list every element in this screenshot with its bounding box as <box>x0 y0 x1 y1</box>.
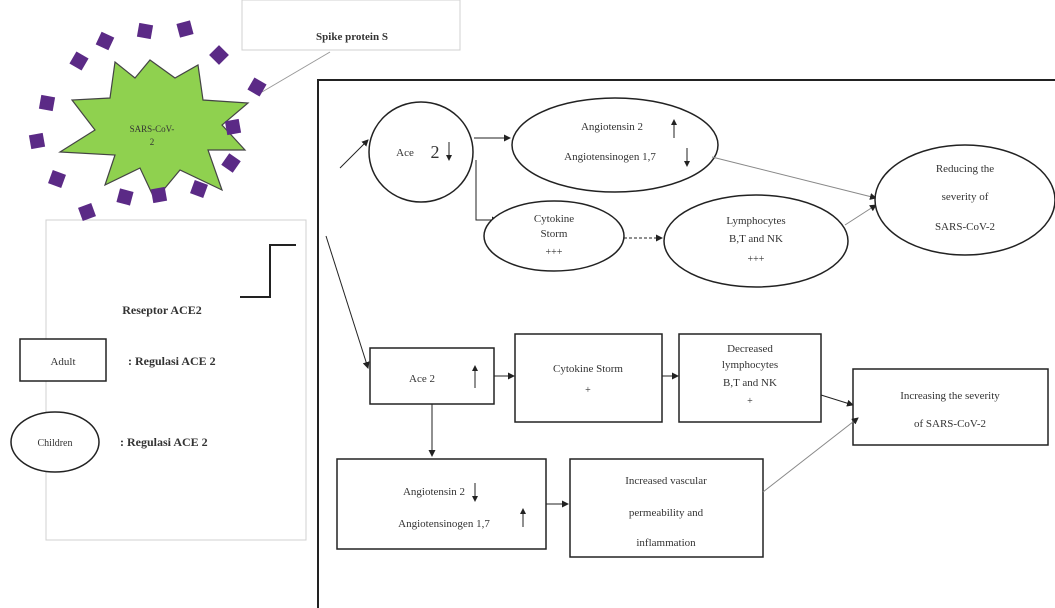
spike-protein-10 <box>150 186 168 204</box>
adult-lymphocytes-node: Decreased lymphocytes B,T and NK + <box>678 333 822 423</box>
adult-vascular-node: Increased vascular permeability and infl… <box>569 458 764 558</box>
arrow-receptor-to-ace2-adult <box>325 235 370 369</box>
spike-protein-6 <box>28 132 46 150</box>
up-arrow-icon <box>671 119 677 138</box>
legend-adult-label: Adult <box>50 356 75 368</box>
legend-children-text: : Regulasi ACE 2 <box>120 435 208 449</box>
adult-vascular-line1: Increased vascular <box>625 475 707 487</box>
adult-outcome-node: Increasing the severity of SARS-CoV-2 <box>852 368 1049 446</box>
adult-outcome-line2: of SARS-CoV-2 <box>914 418 986 430</box>
spike-protein-1 <box>136 22 154 40</box>
adult-ace2-node: Ace 2 <box>369 347 495 405</box>
children-cytokine-node: Cytokine Storm +++ <box>483 200 625 272</box>
children-ace2-number: 2 <box>431 142 440 162</box>
children-lymphocytes-node: Lymphocytes B,T and NK +++ <box>663 194 849 288</box>
spike-protein-8 <box>78 203 96 221</box>
arrow-vascular-to-outcome-adult <box>762 417 859 493</box>
adult-cytokine-line1: Cytokine Storm <box>553 363 623 375</box>
adult-lymphocytes-line2: lymphocytes <box>722 359 778 371</box>
adult-lymphocytes-line1: Decreased <box>727 343 773 355</box>
children-angiotensin-line1: Angiotensin 2 <box>581 121 643 133</box>
children-outcome-line3: SARS-CoV-2 <box>935 221 995 233</box>
arrow-angiotensin-to-outcome-children <box>711 156 877 200</box>
adult-lymphocytes-line3: B,T and NK <box>723 377 777 389</box>
spike-protein-9 <box>116 188 134 206</box>
arrow-ace2-to-cytokine-children <box>475 160 499 224</box>
children-angiotensin-line2: Angiotensinogen 1,7 <box>564 151 656 163</box>
legend-children-oval <box>10 411 100 473</box>
virus-label-line1: SARS-CoV- <box>130 124 175 134</box>
spike-protein-12 <box>221 153 241 173</box>
children-cytokine-line1: Cytokine <box>534 213 574 225</box>
children-lymphocytes-line1: Lymphocytes <box>726 215 785 227</box>
spike-protein-5 <box>38 94 56 112</box>
receptor-label: Reseptor ACE2 <box>122 303 201 317</box>
down-arrow-icon <box>446 142 452 161</box>
legend-children-label: Children <box>38 438 73 449</box>
spike-pointer-line <box>261 51 331 93</box>
down-arrow-icon <box>684 148 690 167</box>
adult-angiotensin-line2: Angiotensinogen 1,7 <box>398 518 490 530</box>
adult-cytokine-line2: + <box>585 385 591 396</box>
ace2-receptor-2 <box>290 152 314 200</box>
legend-adult-box <box>19 338 107 382</box>
children-cytokine-line3: +++ <box>546 247 563 258</box>
spike-protein-11 <box>190 180 208 198</box>
adult-angiotensin-node: Angiotensin 2 Angiotensinogen 1,7 <box>336 458 547 550</box>
legend-adult-text: : Regulasi ACE 2 <box>128 354 216 368</box>
arrow-lymphocytes-to-outcome-children <box>844 204 877 226</box>
adult-vascular-line2: permeability and <box>629 507 704 519</box>
spike-protein-4 <box>69 51 89 71</box>
arrow-lymphocytes-to-outcome-adult <box>820 394 854 407</box>
spike-protein-15 <box>209 45 229 65</box>
spike-protein-2 <box>176 20 194 38</box>
adult-lymphocytes-line4: + <box>747 396 753 407</box>
adult-vascular-line3: inflammation <box>636 537 696 549</box>
spike-protein-3 <box>95 31 115 51</box>
children-lymphocytes-line3: +++ <box>748 254 765 265</box>
up-arrow-icon <box>520 508 526 527</box>
adult-outcome-line1: Increasing the severity <box>900 390 1000 402</box>
children-cytokine-line2: Storm <box>541 228 568 240</box>
spike-proteins <box>28 20 267 221</box>
children-outcome-node: Reducing the severity of SARS-CoV-2 <box>874 144 1055 256</box>
adult-ace2-label: Ace 2 <box>409 373 435 385</box>
adult-angiotensin-line1: Angiotensin 2 <box>403 486 465 498</box>
receptor-connector <box>240 244 296 298</box>
arrow-receptor-to-ace2-children <box>339 139 369 169</box>
children-ace2-node: Ace 2 <box>368 101 474 203</box>
virus-label-line2: 2 <box>150 137 155 147</box>
up-arrow-icon <box>472 365 478 388</box>
adult-cytokine-node: Cytokine Storm + <box>514 333 663 423</box>
sars-cov-2-virus: SARS-CoV- 2 <box>28 20 267 221</box>
ace2-receptor-1 <box>318 112 340 156</box>
spike-protein-label-box: Spike protein S <box>241 0 461 51</box>
spike-protein-13 <box>224 118 242 136</box>
spike-protein-7 <box>48 170 66 188</box>
children-lymphocytes-line2: B,T and NK <box>729 233 783 245</box>
down-arrow-icon <box>472 483 478 502</box>
children-outcome-line1: Reducing the <box>936 163 994 175</box>
spike-protein-14 <box>247 77 267 97</box>
spike-protein-label: Spike protein S <box>316 31 388 43</box>
children-ace2-label: Ace <box>396 147 414 159</box>
main-frame <box>317 79 1055 608</box>
children-angiotensin-node: Angiotensin 2 Angiotensinogen 1,7 <box>511 97 719 193</box>
children-outcome-line2: severity of <box>942 191 989 203</box>
